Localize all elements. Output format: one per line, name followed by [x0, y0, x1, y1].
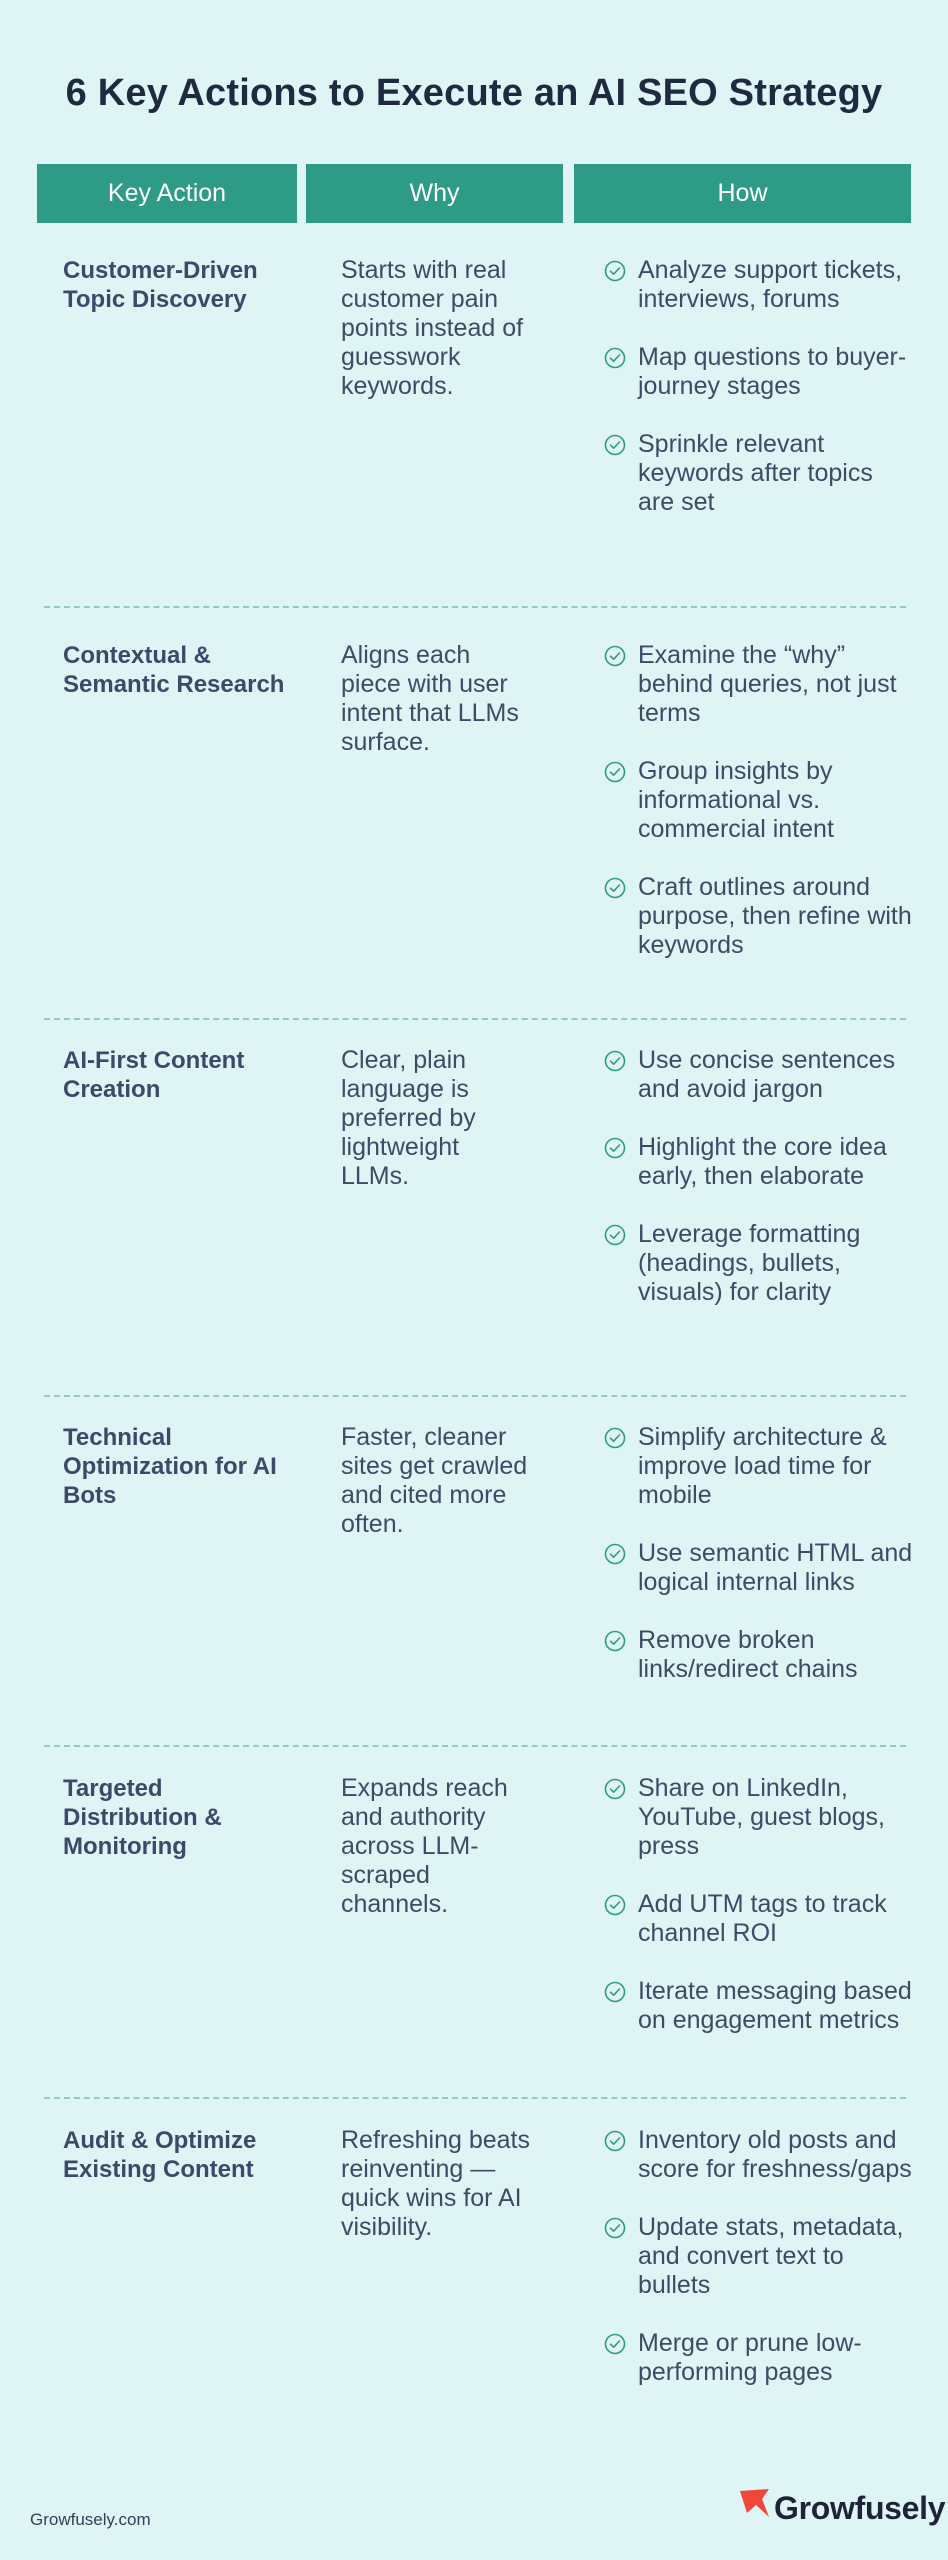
how-item-text: Share on LinkedIn, YouTube, guest blogs,… [638, 1774, 885, 1860]
check-circle-icon [604, 1630, 626, 1652]
how-item-text: Highlight the core idea early, then elab… [638, 1133, 887, 1190]
how-item: Examine the “why” behind queries, not ju… [604, 641, 914, 728]
how-item: Add UTM tags to track channel ROI [604, 1890, 914, 1948]
row-divider [44, 1395, 906, 1397]
check-circle-icon [604, 2130, 626, 2152]
key-action-cell: AI-First Content Creation [63, 1047, 245, 1103]
how-item-text: Merge or prune low-performing pages [638, 2329, 862, 2386]
check-circle-icon [604, 2217, 626, 2239]
how-item-text: Examine the “why” behind queries, not ju… [638, 641, 897, 727]
why-cell: Starts with real customer pain points in… [341, 256, 524, 400]
how-list: Simplify architecture & improve load tim… [604, 1423, 914, 1684]
how-item-text: Analyze support tickets, interviews, for… [638, 256, 903, 313]
how-list: Analyze support tickets, interviews, for… [604, 256, 914, 517]
why-cell: Aligns each piece with user intent that … [341, 641, 519, 756]
how-item-text: Map questions to buyer-journey stages [638, 343, 907, 400]
check-circle-icon [604, 347, 626, 369]
how-item-text: Simplify architecture & improve load tim… [638, 1423, 887, 1509]
key-action-cell: Targeted Distribution & Monitoring [63, 1775, 222, 1860]
how-item-text: Use concise sentences and avoid jargon [638, 1046, 896, 1103]
check-circle-icon [604, 1050, 626, 1072]
why-cell: Expands reach and authority across LLM-s… [341, 1774, 508, 1918]
how-item: Use concise sentences and avoid jargon [604, 1046, 914, 1104]
how-item-text: Iterate messaging based on engagement me… [638, 1977, 912, 2034]
header-key-action: Key Action [37, 164, 297, 223]
check-circle-icon [604, 434, 626, 456]
key-action-cell: Technical Optimization for AI Bots [63, 1424, 277, 1509]
how-item: Leverage formatting (headings, bullets, … [604, 1220, 914, 1307]
how-item-text: Add UTM tags to track channel ROI [638, 1890, 887, 1947]
how-list: Share on LinkedIn, YouTube, guest blogs,… [604, 1774, 914, 2035]
check-circle-icon [604, 1427, 626, 1449]
how-item: Map questions to buyer-journey stages [604, 343, 914, 401]
check-circle-icon [604, 1778, 626, 1800]
how-item: Sprinkle relevant keywords after topics … [604, 430, 914, 517]
how-item-text: Remove broken links/redirect chains [638, 1626, 858, 1683]
how-item-text: Craft outlines around purpose, then refi… [638, 873, 912, 959]
why-cell: Faster, cleaner sites get crawled and ci… [341, 1423, 528, 1538]
row-divider [44, 2097, 906, 2099]
how-item-text: Update stats, metadata, and convert text… [638, 2213, 904, 2299]
how-item-text: Group insights by informational vs. comm… [638, 757, 834, 843]
how-item: Craft outlines around purpose, then refi… [604, 873, 914, 960]
how-list: Use concise sentences and avoid jargon H… [604, 1046, 914, 1307]
row-divider [44, 1745, 906, 1747]
check-circle-icon [604, 877, 626, 899]
how-list: Inventory old posts and score for freshn… [604, 2126, 914, 2387]
how-item: Update stats, metadata, and convert text… [604, 2213, 914, 2300]
check-circle-icon [604, 260, 626, 282]
how-item: Analyze support tickets, interviews, for… [604, 256, 914, 314]
footer-url: Growfusely.com [30, 2510, 151, 2529]
how-item-text: Leverage formatting (headings, bullets, … [638, 1220, 861, 1306]
how-list: Examine the “why” behind queries, not ju… [604, 641, 914, 960]
how-item: Simplify architecture & improve load tim… [604, 1423, 914, 1510]
table-header: Key Action Why How [37, 164, 911, 223]
page-title: 6 Key Actions to Execute an AI SEO Strat… [65, 72, 883, 114]
how-item-text: Use semantic HTML and logical internal l… [638, 1539, 913, 1596]
header-how: How [574, 164, 911, 223]
how-item: Merge or prune low-performing pages [604, 2329, 914, 2387]
header-why: Why [306, 164, 563, 223]
check-circle-icon [604, 1224, 626, 1246]
brand-logo: Growfusely [738, 2488, 946, 2528]
check-circle-icon [604, 1894, 626, 1916]
brand-name: Growfusely [774, 2489, 946, 2526]
arrow-logo-icon [740, 2489, 769, 2517]
how-item-text: Sprinkle relevant keywords after topics … [638, 430, 873, 516]
how-item: Remove broken links/redirect chains [604, 1626, 914, 1684]
how-item: Inventory old posts and score for freshn… [604, 2126, 914, 2184]
check-circle-icon [604, 645, 626, 667]
check-circle-icon [604, 761, 626, 783]
key-action-cell: Audit & Optimize Existing Content [63, 2127, 257, 2183]
key-action-cell: Contextual & Semantic Research [63, 642, 285, 698]
check-circle-icon [604, 1543, 626, 1565]
check-circle-icon [604, 2333, 626, 2355]
key-action-cell: Customer-Driven Topic Discovery [63, 257, 258, 313]
row-divider [44, 1018, 906, 1020]
check-circle-icon [604, 1981, 626, 2003]
how-item: Highlight the core idea early, then elab… [604, 1133, 914, 1191]
how-item-text: Inventory old posts and score for freshn… [638, 2126, 912, 2183]
how-item: Use semantic HTML and logical internal l… [604, 1539, 914, 1597]
how-item: Group insights by informational vs. comm… [604, 757, 914, 844]
how-item: Iterate messaging based on engagement me… [604, 1977, 914, 2035]
why-cell: Refreshing beats reinventing — quick win… [341, 2126, 531, 2241]
why-cell: Clear, plain language is preferred by li… [341, 1046, 476, 1190]
row-divider [44, 606, 906, 608]
check-circle-icon [604, 1137, 626, 1159]
how-item: Share on LinkedIn, YouTube, guest blogs,… [604, 1774, 914, 1861]
